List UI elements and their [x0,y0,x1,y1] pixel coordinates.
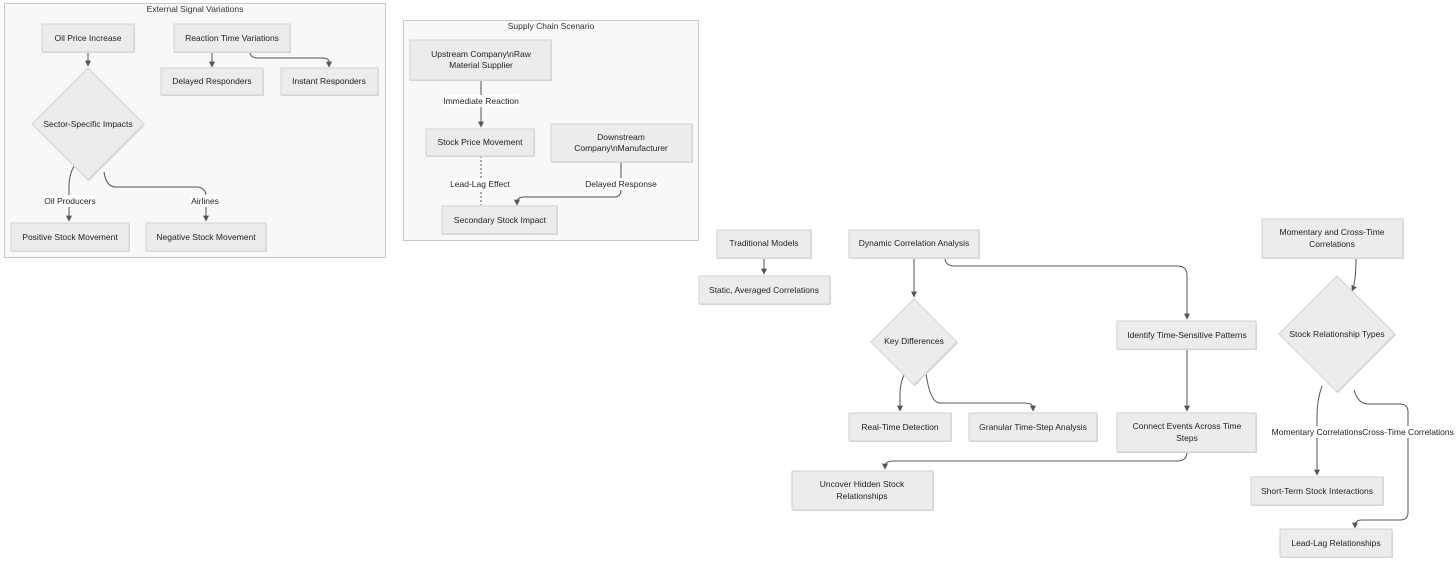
node-connect-events-label-2: Steps [1176,433,1198,443]
edge-reaction-to-instant [249,51,332,68]
node-negative-stock-movement: Negative Stock Movement [145,222,267,252]
node-downstream-company: Downstream Company\nManufacturer [550,123,693,163]
node-connect-events-label-1: Connect Events Across Time [1133,421,1242,431]
node-lead-lag-relationships-label: Lead-Lag Relationships [1291,538,1380,548]
edge-label-oil-producers-text: Oil Producers [44,196,96,206]
node-short-term-stock-interactions-label: Short-Term Stock Interactions [1261,486,1373,496]
edge-types-to-leadlag [1352,389,1409,529]
node-dynamic-correlation-analysis: Dynamic Correlation Analysis [848,229,980,259]
node-oil-price-increase: Oil Price Increase [41,23,135,53]
node-traditional-models-label: Traditional Models [729,238,798,248]
node-granular-time-step-analysis-label: Granular Time-Step Analysis [979,422,1087,432]
node-instant-responders: Instant Responders [280,67,379,96]
node-stock-relationship-types-label: Stock Relationship Types [1289,329,1384,339]
edge-label-airlines-text: Airlines [191,196,219,206]
node-secondary-stock-impact-label: Secondary Stock Impact [454,215,547,225]
node-key-differences-label: Key Differences [884,336,944,346]
node-real-time-detection-label: Real-Time Detection [861,422,938,432]
node-stock-price-movement: Stock Price Movement [425,128,535,157]
edge-keydiff-to-granular [925,372,1036,412]
node-negative-stock-movement-label: Negative Stock Movement [156,232,256,242]
edge-label-lead-lag-effect: Lead-Lag Effect [450,178,511,190]
node-delayed-responders-label: Delayed Responders [172,76,251,86]
node-dynamic-correlation-analysis-label: Dynamic Correlation Analysis [859,238,970,248]
node-upstream-company-label-1: Upstream Company\nRaw [431,49,532,59]
node-real-time-detection: Real-Time Detection [848,412,952,442]
edge-sector-to-positive [66,165,75,222]
node-uncover-relationships-label-1: Uncover Hidden Stock [820,479,905,489]
node-lead-lag-relationships: Lead-Lag Relationships [1279,528,1393,558]
node-momentary-cross-time-label-1: Momentary and Cross-Time [1279,227,1384,237]
edge-label-cross-time-correlations-text: Cross-Time Correlations [1362,427,1454,437]
node-positive-stock-movement-label: Positive Stock Movement [22,232,118,242]
node-traditional-models: Traditional Models [716,229,812,259]
edge-label-delayed-response-text: Delayed Response [585,179,657,189]
edge-label-cross-time-correlations: Cross-Time Correlations [1362,426,1454,438]
node-momentary-cross-time-label-2: Correlations [1309,239,1355,249]
edge-label-airlines: Airlines [190,195,220,207]
node-oil-price-increase-label: Oil Price Increase [54,33,121,43]
edges-main [761,257,1409,529]
edge-sector-to-negative [103,171,209,222]
node-upstream-company-label-2: Material Supplier [449,60,513,70]
edge-dynamic-to-identify [944,257,1190,320]
edge-label-immediate-reaction: Immediate Reaction [443,95,519,107]
edge-keydiff-to-realtime [897,374,905,412]
node-stock-price-movement-label: Stock Price Movement [437,137,523,147]
node-connect-events-across-time-steps: Connect Events Across Time Steps [1116,412,1257,453]
node-uncover-relationships-label-2: Relationships [836,491,887,501]
node-key-differences: Key Differences [870,298,958,386]
node-stock-relationship-types: Stock Relationship Types [1278,275,1396,393]
node-static-averaged-correlations-label: Static, Averaged Correlations [709,285,819,295]
node-secondary-stock-impact: Secondary Stock Impact [441,205,558,235]
edge-connect-to-uncover [882,451,1188,470]
edge-label-immediate-reaction-text: Immediate Reaction [443,96,519,106]
edge-types-to-shortterm [1314,385,1323,476]
node-instant-responders-label: Instant Responders [292,76,366,86]
edge-downstream-to-secondary [514,162,622,206]
node-upstream-company: Upstream Company\nRaw Material Supplier [409,39,552,81]
node-positive-stock-movement: Positive Stock Movement [10,222,130,252]
edge-label-lead-lag-effect-text: Lead-Lag Effect [450,179,510,189]
node-identify-time-sensitive-patterns-label: Identify Time-Sensitive Patterns [1127,330,1247,340]
node-short-term-stock-interactions: Short-Term Stock Interactions [1250,476,1384,506]
node-sector-specific-impacts-label: Sector-Specific Impacts [43,119,132,129]
edge-label-momentary-correlations-text: Momentary Correlations [1272,427,1363,437]
node-identify-time-sensitive-patterns: Identify Time-Sensitive Patterns [1116,320,1257,350]
node-reaction-time-variations: Reaction Time Variations [173,23,291,53]
node-sector-specific-impacts: Sector-Specific Impacts [31,67,145,181]
node-downstream-company-label-2: Company\nManufacturer [574,143,668,153]
edges-external [66,51,332,222]
node-downstream-company-label-1: Downstream [597,132,645,142]
node-momentary-and-cross-time-correlations: Momentary and Cross-Time Correlations [1261,218,1404,259]
edge-label-momentary-correlations: Momentary Correlations [1272,426,1363,438]
edge-momentary-to-types [1351,257,1357,292]
node-delayed-responders: Delayed Responders [160,67,264,96]
node-reaction-time-variations-label: Reaction Time Variations [185,33,279,43]
node-granular-time-step-analysis: Granular Time-Step Analysis [968,412,1098,442]
node-uncover-hidden-stock-relationships: Uncover Hidden Stock Relationships [791,470,934,511]
cluster-title-supply: Supply Chain Scenario [508,21,595,31]
node-static-averaged-correlations: Static, Averaged Correlations [698,275,831,305]
edge-label-delayed-response: Delayed Response [585,178,657,190]
edge-label-oil-producers: Oil Producers [44,195,96,207]
cluster-title-external: External Signal Variations [147,4,244,14]
